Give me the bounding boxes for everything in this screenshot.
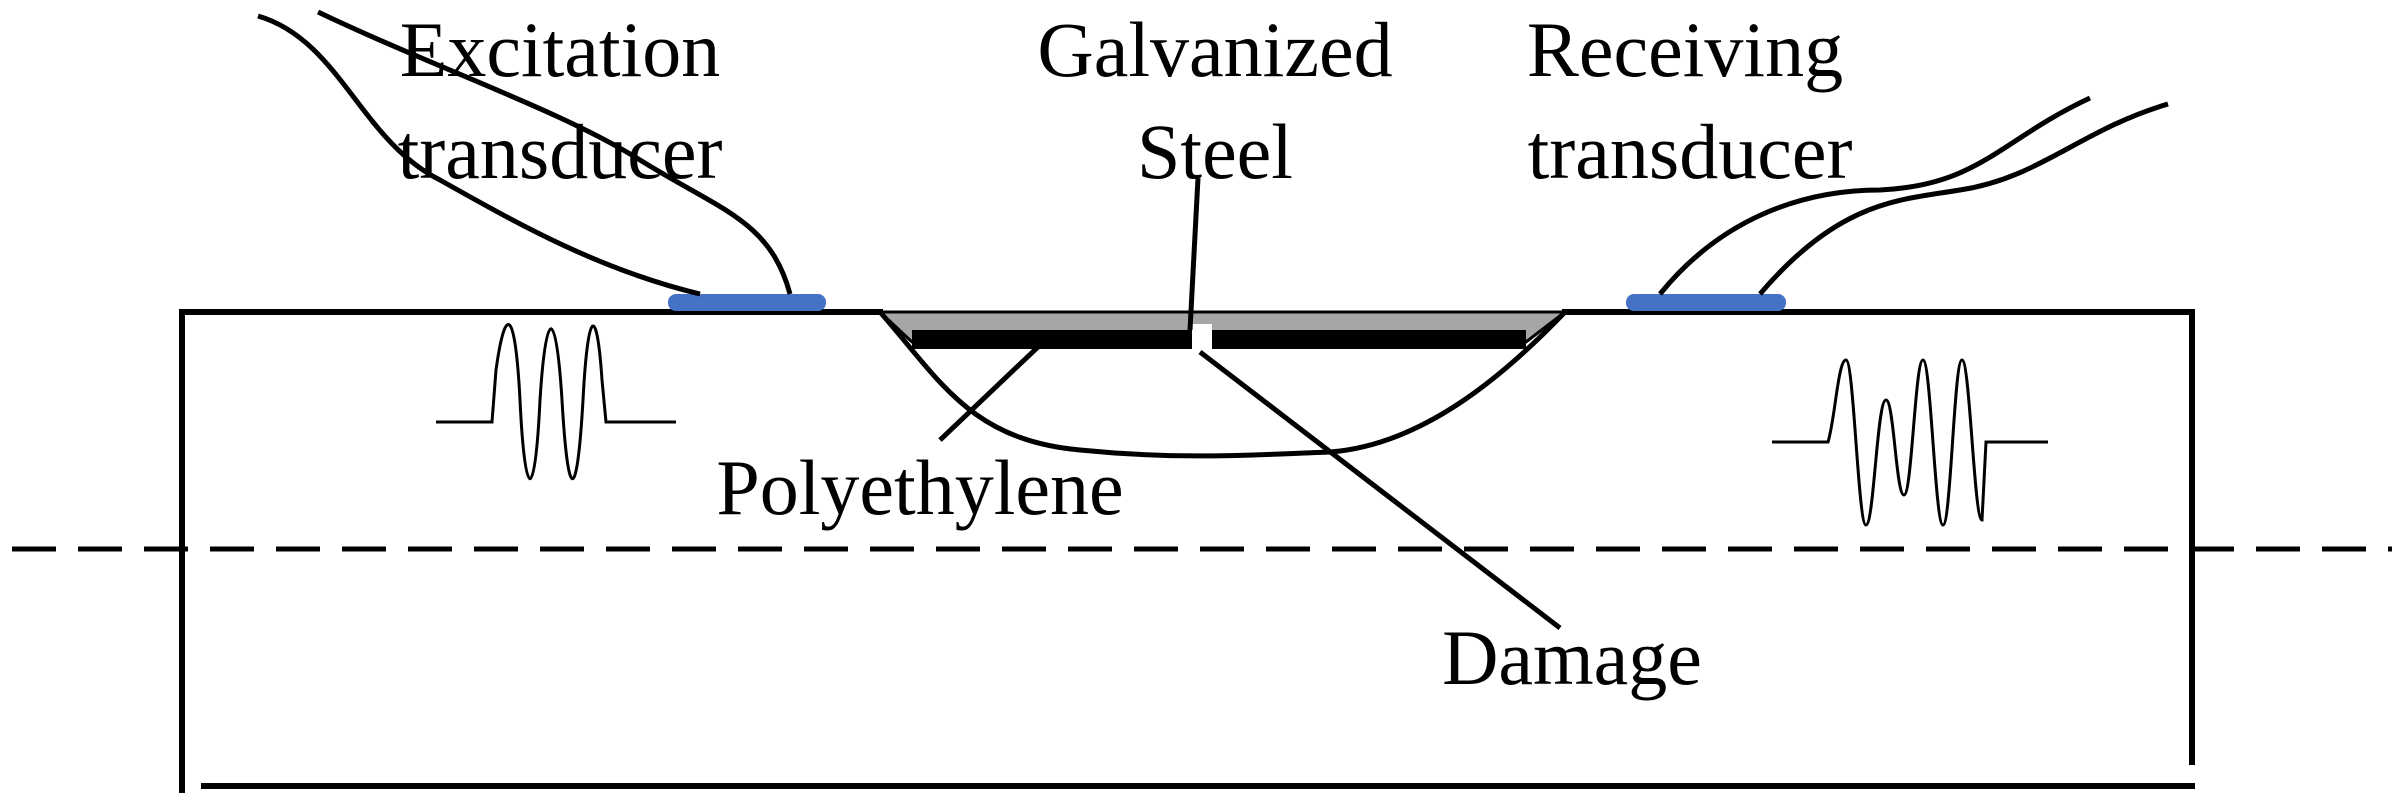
steel-label-line2: Steel [1137,108,1293,195]
excitation-cable-1 [257,13,701,297]
polyethylene-bar-right [1212,330,1526,349]
damage-leader [1198,350,1562,630]
polyethylene-bar-left [912,330,1192,349]
damage-label: Damage [1442,614,1702,701]
polyethylene-label: Polyethylene [716,444,1123,531]
receiving-cable-2 [1758,101,2169,296]
damage-zone-outline [878,310,1567,459]
steel-leader [1187,177,1201,331]
receiving-transducer [1626,294,1786,311]
damage-gap [1192,324,1212,352]
excitation-wave-packet [436,323,676,480]
leader-lines [938,177,1562,630]
receiving-cable-1 [1658,95,2092,296]
receiving-label-line2: transducer [1528,108,1853,195]
excitation-label-line2: transducer [398,108,723,195]
excitation-cable-2 [316,9,793,295]
receiving-label-line1: Receiving [1527,6,1843,93]
excitation-label-line1: Excitation [400,6,721,93]
polyethylene-leader [938,343,1042,442]
excitation-transducer [668,294,826,311]
receiving-wave-packet [1772,358,2048,527]
steel-label-line1: Galvanized [1037,6,1392,93]
cables [257,9,2169,297]
